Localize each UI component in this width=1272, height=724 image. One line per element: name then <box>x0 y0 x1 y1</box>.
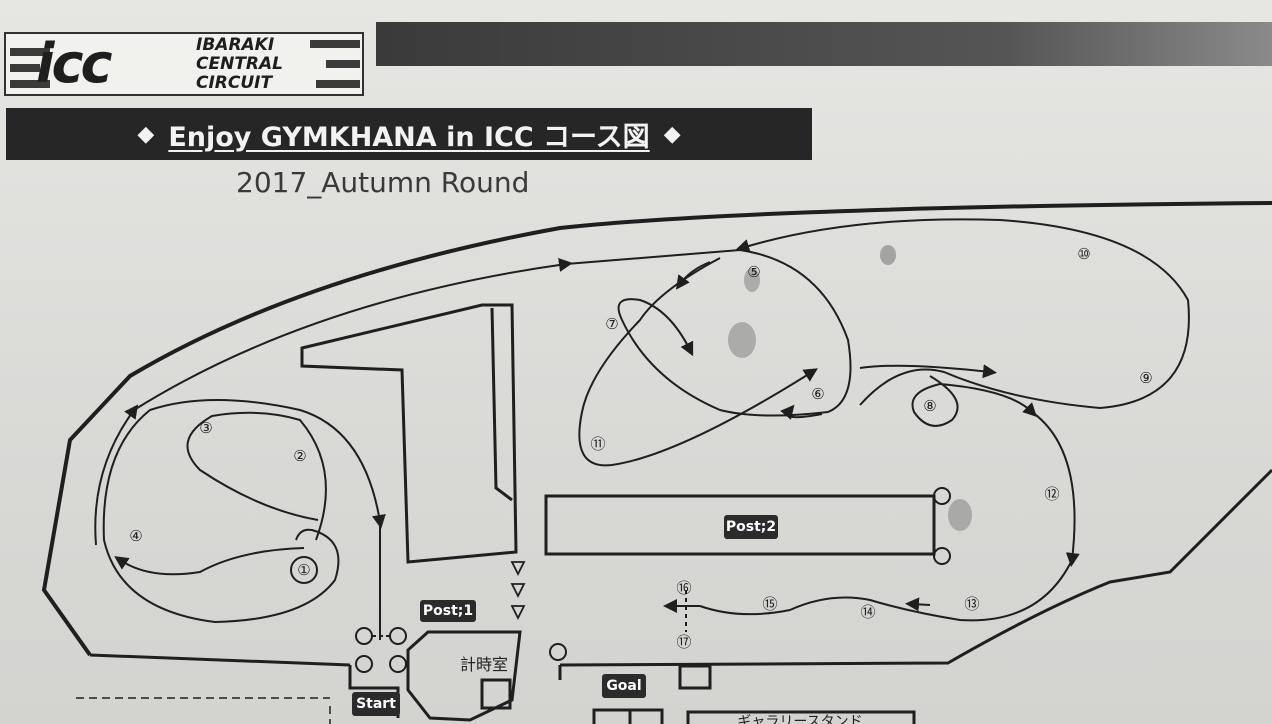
logo-stripe <box>310 40 360 48</box>
start-badge <box>352 692 400 716</box>
marker-3: ③ <box>199 419 212 437</box>
marker-4: ④ <box>129 527 142 545</box>
marker-11: ⑪ <box>590 435 605 453</box>
post1-badge <box>420 600 476 622</box>
start-label: Start <box>356 696 396 712</box>
stain <box>744 268 760 292</box>
goal-booth <box>678 664 712 690</box>
page-title: Enjoy GYMKHANA in ICC コース図 <box>168 121 650 153</box>
logo-stripe <box>10 48 50 56</box>
circuit-outline-right <box>559 468 1272 667</box>
post2-label: Post;2 <box>726 519 776 535</box>
pylon-group <box>355 487 951 673</box>
driving-line <box>94 218 1190 640</box>
stain <box>880 245 896 265</box>
logo-stripe <box>316 80 360 88</box>
infield-divider <box>490 307 513 502</box>
marker-2: ② <box>293 447 306 465</box>
logo-line-circuit: CIRCUIT <box>196 73 273 93</box>
marker-15: ⑮ <box>762 595 777 613</box>
logo-stripe <box>326 60 360 68</box>
bottom-dash-line <box>76 697 331 724</box>
timing-building <box>406 630 522 722</box>
marker-1: ① <box>297 561 310 579</box>
marker-17: ⑰ <box>676 633 691 651</box>
stain <box>728 322 756 358</box>
timing-booth <box>480 678 512 710</box>
marker-12: ⑫ <box>1044 485 1059 503</box>
marker-13: ⑬ <box>964 595 979 613</box>
goal-label: Goal <box>606 678 641 694</box>
triangle-markers <box>510 561 526 621</box>
icc-logo: icc IBARAKI CENTRAL CIRCUIT <box>4 32 364 96</box>
gallery-outline <box>592 708 916 724</box>
stain <box>948 499 972 531</box>
marker-8: ⑧ <box>923 397 936 415</box>
diamond-icon: ◆ <box>663 121 681 147</box>
page-subtitle: 2017_Autumn Round <box>236 166 530 199</box>
marker-9: ⑨ <box>1139 369 1152 387</box>
infield-block <box>300 303 518 564</box>
gallery-label: ギャラリースタンド <box>737 714 862 724</box>
marker-6: ⑥ <box>811 385 824 403</box>
title-banner: ◆ Enjoy GYMKHANA in ICC コース図 ◆ <box>6 108 812 160</box>
marker-10: ⑩ <box>1077 245 1090 263</box>
marker-16: ⑯ <box>676 579 691 597</box>
goal-badge <box>602 674 646 698</box>
marker-14: ⑭ <box>860 603 875 621</box>
logo-line-central: CENTRAL <box>196 54 283 74</box>
diamond-icon: ◆ <box>137 121 155 147</box>
marker-1-ring <box>290 556 318 584</box>
post2-badge <box>724 515 778 539</box>
logo-stripe <box>10 64 40 72</box>
post2-block <box>544 494 936 556</box>
circuit-outline-bottom <box>89 653 351 667</box>
header-stripe <box>376 22 1272 66</box>
timing-room-label: 計時室 <box>460 655 508 674</box>
logo-mark: icc <box>36 32 113 95</box>
marker-7: ⑦ <box>605 315 618 333</box>
logo-stripe <box>10 80 50 88</box>
marker-5: ⑤ <box>747 263 760 281</box>
post1-label: Post;1 <box>423 603 473 619</box>
circuit-outline <box>41 201 1272 657</box>
logo-line-ibaraki: IBARAKI <box>196 35 275 55</box>
